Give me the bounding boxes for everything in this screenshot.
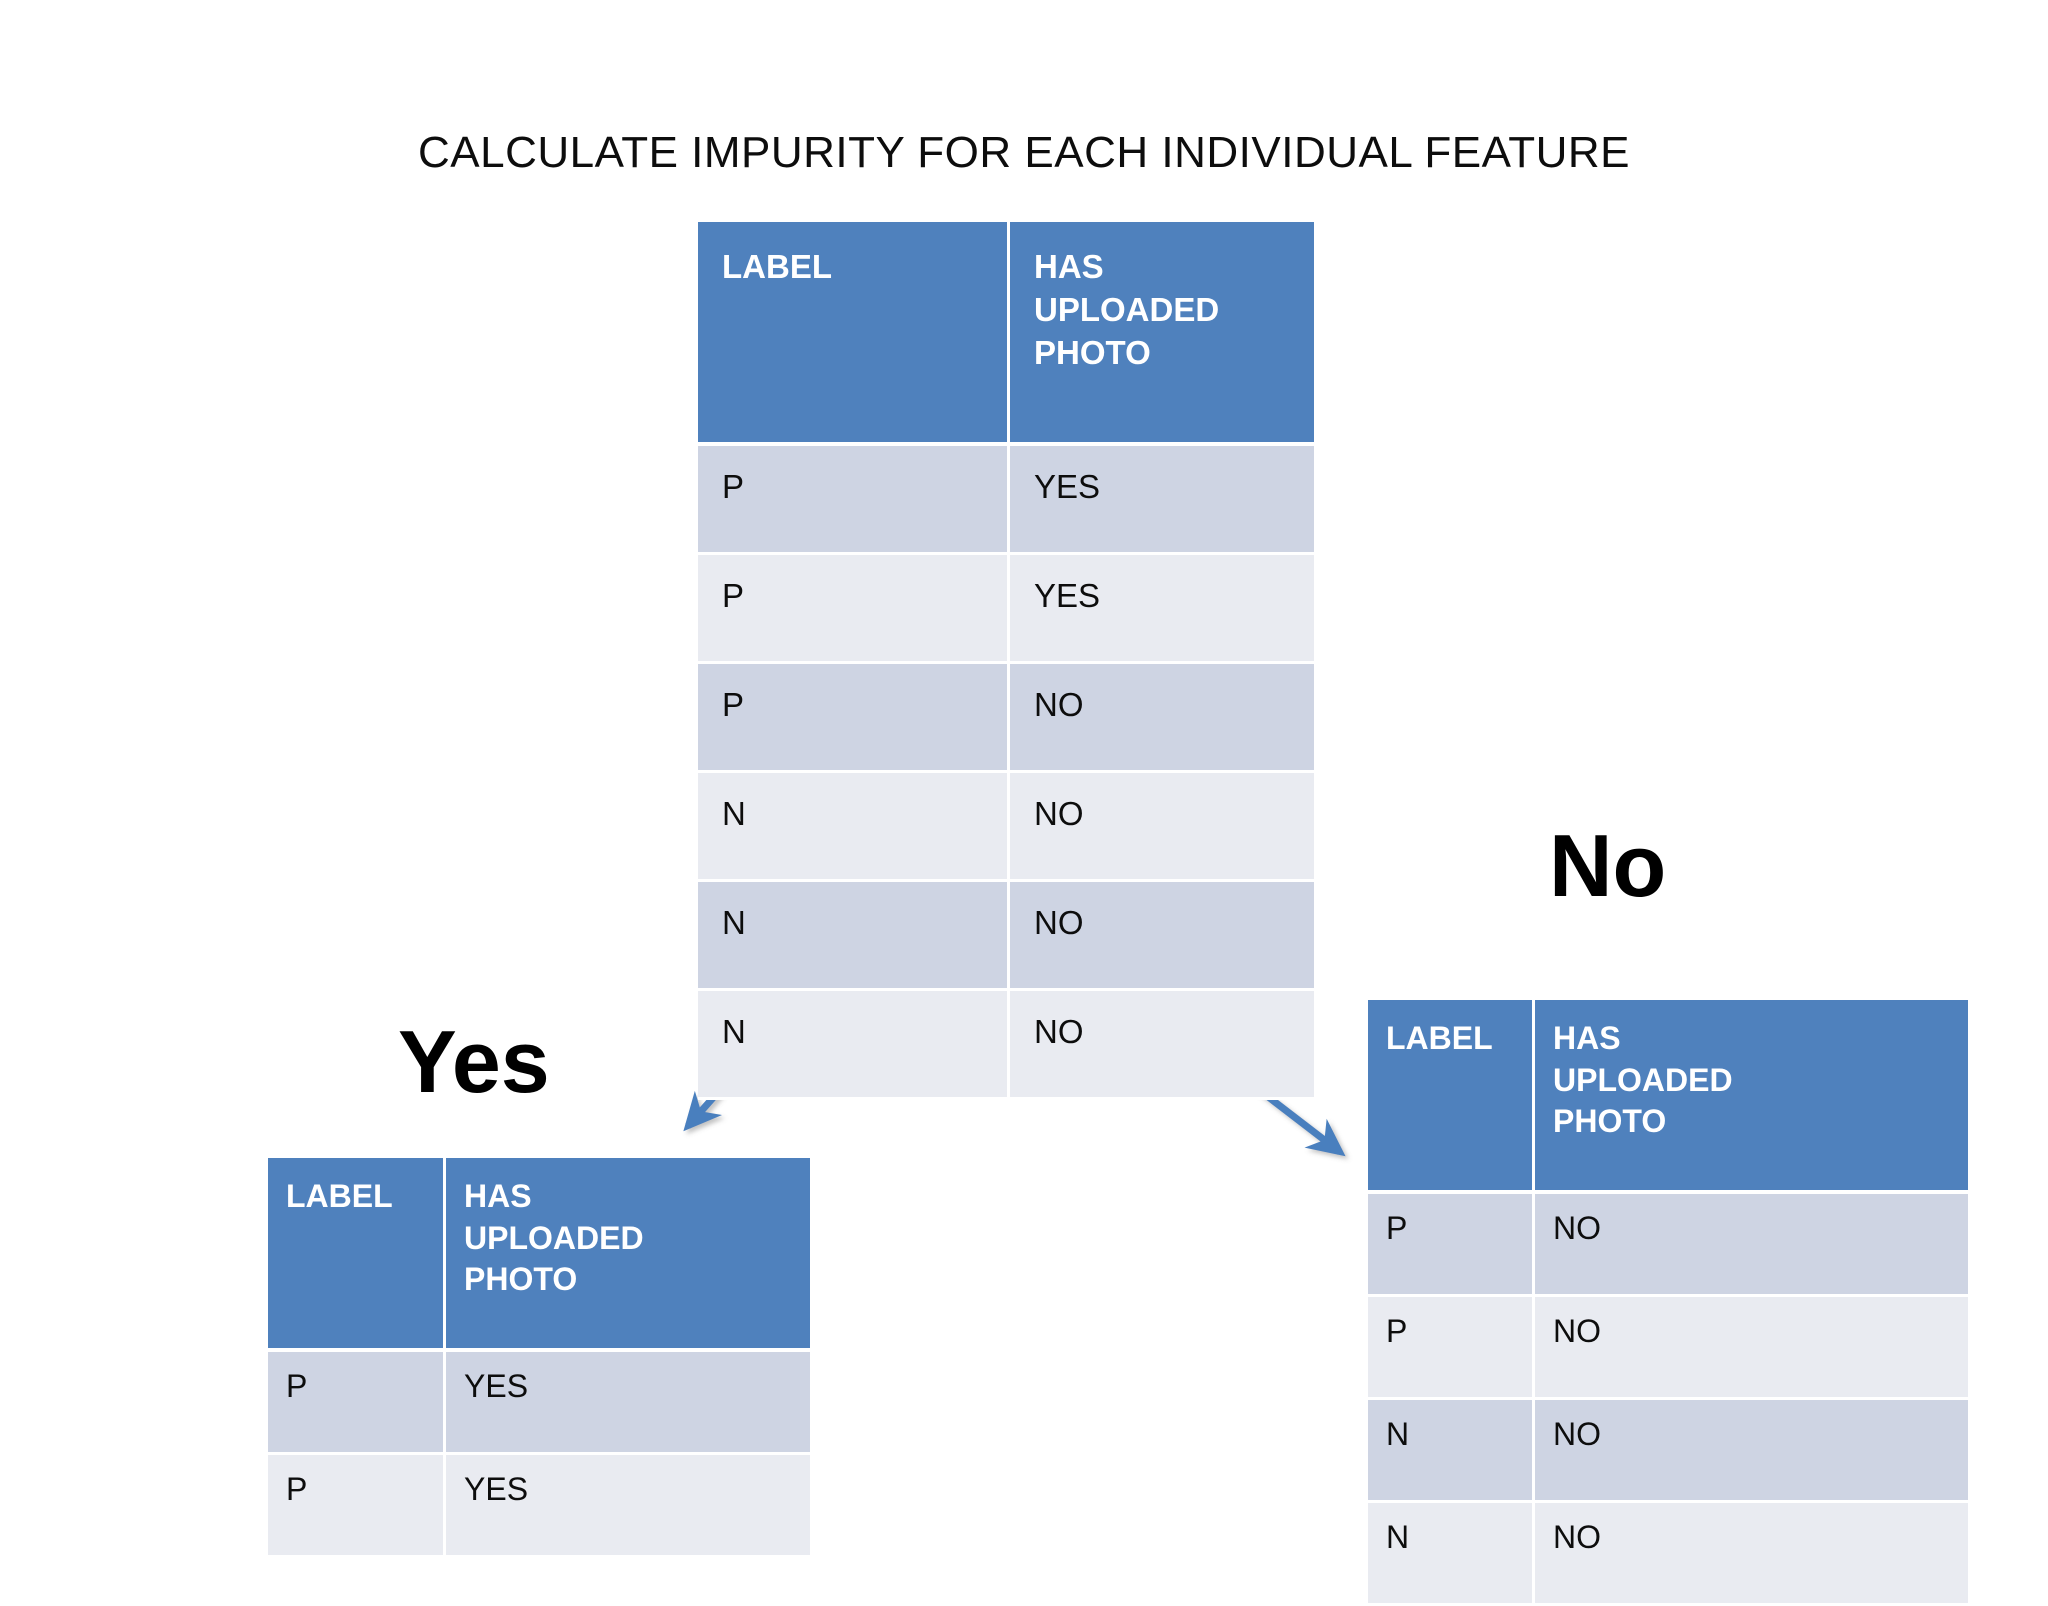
cell-label: P [1368,1297,1535,1400]
column-header-has-uploaded-photo: HAS UPLOADED PHOTO [1535,1000,1968,1194]
cell-has-uploaded-photo: NO [1010,991,1314,1100]
column-header-line-2: UPLOADED [1034,290,1220,328]
column-header-line-3: PHOTO [1034,333,1151,371]
cell-has-uploaded-photo: NO [1535,1297,1968,1400]
column-header-has-uploaded-photo: HAS UPLOADED PHOTO [1010,222,1314,446]
cell-label: N [1368,1400,1535,1503]
table-row: P NO [1368,1194,1968,1297]
table-row: P YES [268,1455,810,1558]
cell-has-uploaded-photo: NO [1535,1194,1968,1297]
table-header-row: LABEL HAS UPLOADED PHOTO [1368,1000,1968,1194]
column-header-line-2: UPLOADED [464,1219,644,1256]
column-header-label-line: LABEL [722,248,832,285]
table-header-row: LABEL HAS UPLOADED PHOTO [698,222,1314,446]
cell-has-uploaded-photo: NO [1535,1503,1968,1606]
cell-has-uploaded-photo: YES [446,1455,810,1558]
cell-has-uploaded-photo: YES [446,1352,810,1455]
cell-label: P [268,1352,446,1455]
table-row: N NO [698,991,1314,1100]
column-header-label: LABEL [268,1158,446,1352]
table-row: P YES [698,555,1314,664]
column-header-line-1: HAS [1034,248,1104,285]
table-row: P NO [1368,1297,1968,1400]
table-header-row: LABEL HAS UPLOADED PHOTO [268,1158,810,1352]
table-row: N NO [698,882,1314,991]
cell-has-uploaded-photo: NO [1010,882,1314,991]
table-row: N NO [698,773,1314,882]
cell-label: N [1368,1503,1535,1606]
column-header-line-2: UPLOADED [1553,1061,1733,1098]
table-row: P YES [268,1352,810,1455]
column-header-line-3: PHOTO [1553,1103,1667,1140]
cell-label: P [698,664,1010,773]
cell-has-uploaded-photo: NO [1010,664,1314,773]
cell-has-uploaded-photo: YES [1010,555,1314,664]
table-row: P YES [698,446,1314,555]
branch-label-no: No [1549,816,1667,915]
table-row: N NO [1368,1503,1968,1606]
cell-has-uploaded-photo: NO [1010,773,1314,882]
column-header-label-line: LABEL [286,1178,393,1214]
cell-label: N [698,773,1010,882]
column-header-label: LABEL [1368,1000,1535,1194]
cell-label: P [698,555,1010,664]
no-branch-table: LABEL HAS UPLOADED PHOTO P NO P NO N NO … [1368,1000,1968,1606]
cell-label: P [1368,1194,1535,1297]
column-header-line-3: PHOTO [464,1261,578,1298]
table-row: N NO [1368,1400,1968,1503]
cell-has-uploaded-photo: YES [1010,446,1314,555]
cell-label: P [698,446,1010,555]
branch-label-yes: Yes [398,1012,550,1111]
cell-label: P [268,1455,446,1558]
yes-branch-table: LABEL HAS UPLOADED PHOTO P YES P YES [268,1158,810,1558]
page-title: CALCULATE IMPURITY FOR EACH INDIVIDUAL F… [418,128,1630,177]
column-header-line-1: HAS [464,1178,532,1214]
table-row: P NO [698,664,1314,773]
column-header-has-uploaded-photo: HAS UPLOADED PHOTO [446,1158,810,1352]
column-header-label-line: LABEL [1386,1020,1493,1056]
column-header-label: LABEL [698,222,1010,446]
cell-has-uploaded-photo: NO [1535,1400,1968,1503]
column-header-line-1: HAS [1553,1020,1621,1056]
cell-label: N [698,991,1010,1100]
cell-label: N [698,882,1010,991]
root-dataset-table: LABEL HAS UPLOADED PHOTO P YES P YES P N… [698,222,1314,1100]
